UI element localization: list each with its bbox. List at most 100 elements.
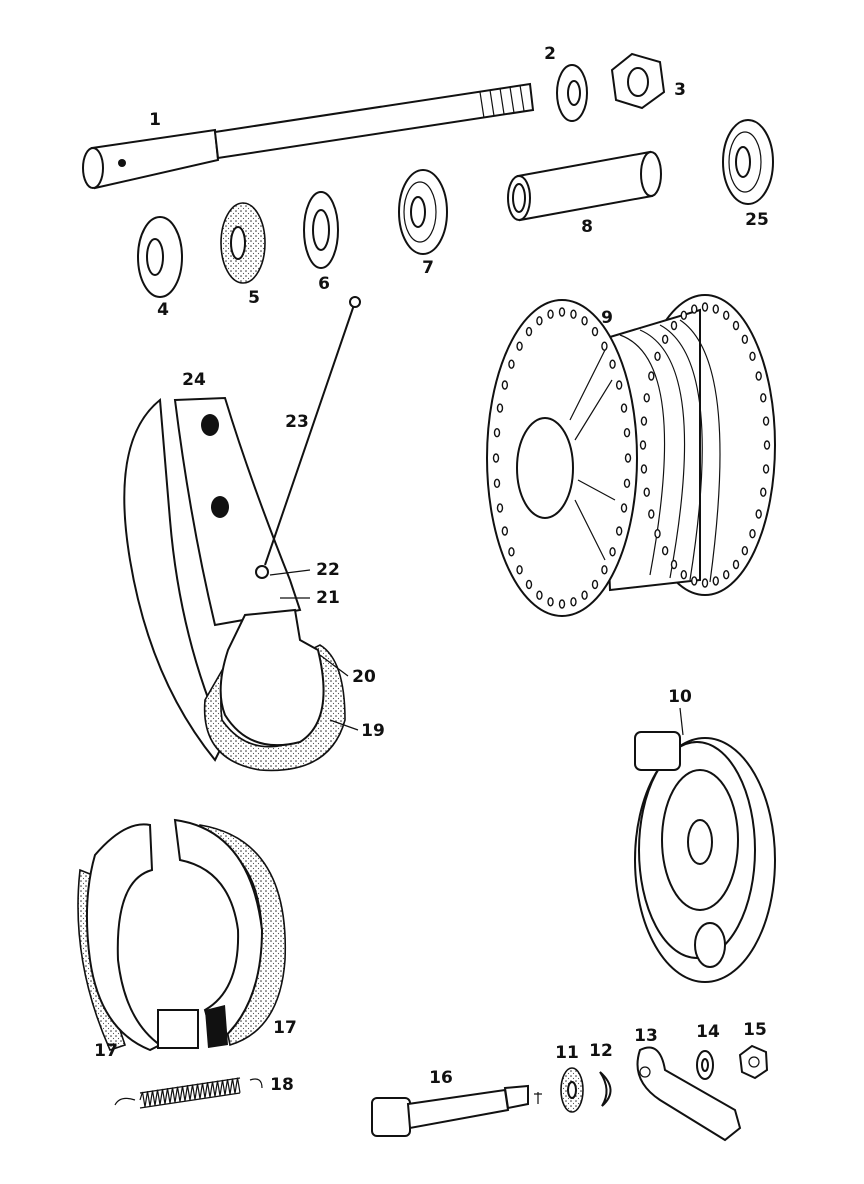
spoke-hole: [547, 309, 554, 319]
spoke-hole: [623, 478, 631, 489]
callout-14: 14: [696, 1022, 720, 1042]
spoke-hole: [749, 529, 756, 539]
spoke-hole: [712, 304, 719, 314]
spoke-hole: [558, 307, 566, 317]
spoke-hole: [670, 320, 678, 331]
spoke-hole: [670, 559, 678, 570]
part-cam-16: [371, 1084, 542, 1137]
callout-19: 19: [361, 721, 385, 741]
spoke-hole: [609, 359, 616, 369]
spoke-hole: [493, 478, 501, 489]
spoke-hole: [501, 526, 509, 536]
spoke-hole: [661, 334, 669, 344]
spoke-hole: [536, 316, 543, 326]
spoke-hole: [501, 380, 509, 390]
part-bearing-25: [722, 119, 774, 205]
spoke-hole: [615, 380, 623, 390]
spoke-hole: [615, 526, 623, 536]
spoke-hole: [624, 453, 632, 463]
spoke-hole: [492, 453, 500, 463]
spoke-hole: [760, 393, 767, 403]
spoke-hole: [691, 576, 698, 586]
callout-23: 23: [285, 412, 309, 432]
callout-17-left: 17: [94, 1041, 118, 1061]
spoke-hole: [601, 565, 608, 575]
callout-24: 24: [182, 370, 206, 390]
spoke-hole: [648, 509, 655, 519]
callout-15: 15: [743, 1020, 767, 1040]
part-nut-15: [738, 1044, 769, 1080]
callout-16: 16: [429, 1068, 453, 1088]
spoke-hole: [581, 316, 588, 326]
spoke-hole: [741, 546, 749, 556]
spoke-hole: [591, 579, 599, 590]
spoke-hole: [496, 503, 504, 513]
callout-7: 7: [422, 258, 434, 278]
spoke-hole: [701, 302, 709, 312]
part-washer-6: [303, 191, 339, 269]
part-seal-4: [137, 216, 183, 298]
callout-10: 10: [668, 687, 692, 707]
callout-13: 13: [634, 1026, 658, 1046]
spoke-hole: [741, 334, 749, 344]
spoke-hole: [508, 359, 515, 369]
callout-11: 11: [555, 1043, 579, 1063]
callout-12: 12: [589, 1041, 613, 1061]
spoke-hole: [493, 427, 501, 438]
callout-2: 2: [544, 44, 556, 64]
spoke-hole: [654, 351, 661, 361]
part-12: [599, 1071, 612, 1107]
spoke-hole: [643, 487, 650, 497]
callout-6: 6: [318, 274, 330, 294]
spoke-hole: [732, 320, 740, 331]
spoke-hole: [648, 371, 655, 381]
spoke-hole: [643, 393, 650, 403]
spoke-hole: [570, 309, 577, 319]
part-washer-2: [556, 64, 588, 122]
callout-25: 25: [745, 210, 769, 230]
spoke-hole: [749, 351, 756, 361]
spoke-hole: [760, 487, 767, 497]
part-spacer-8: [507, 150, 662, 222]
spoke-hole: [639, 440, 647, 450]
spoke-hole: [680, 310, 687, 321]
spoke-hole: [620, 403, 628, 413]
callout-5: 5: [248, 288, 260, 308]
part-spring-18: [114, 1077, 263, 1109]
spoke-hole: [547, 597, 554, 607]
part-felt-5: [220, 202, 266, 284]
spoke-hole: [525, 326, 533, 337]
spoke-hole: [623, 427, 631, 438]
callout-9: 9: [601, 308, 613, 328]
callout-8: 8: [581, 217, 593, 237]
spoke-hole: [640, 464, 648, 474]
spoke-hole: [732, 559, 740, 570]
spoke-hole: [601, 341, 608, 351]
part-brake-shoes-17: [77, 818, 287, 1052]
spoke-hole: [591, 326, 599, 337]
part-bearing-7: [398, 169, 448, 255]
callout-22: 22: [316, 560, 340, 580]
spoke-hole: [762, 416, 770, 426]
part-nut-3: [610, 52, 666, 110]
spoke-hole: [640, 416, 648, 426]
callout-18: 18: [270, 1075, 294, 1095]
callout-4: 4: [157, 300, 169, 320]
spoke-hole: [723, 569, 730, 580]
spoke-hole: [723, 310, 730, 321]
spoke-hole: [516, 341, 523, 351]
callout-1: 1: [149, 110, 161, 130]
spoke-hole: [762, 464, 770, 474]
spoke-hole: [508, 547, 515, 557]
callout-21: 21: [316, 588, 340, 608]
spoke-hole: [496, 403, 504, 413]
part-hub-9: [486, 294, 776, 617]
spoke-hole: [620, 503, 628, 513]
spoke-hole: [701, 578, 709, 588]
part-lever-13: [636, 1046, 742, 1142]
spoke-hole: [763, 440, 771, 450]
spoke-hole: [691, 304, 698, 314]
spoke-hole: [570, 597, 577, 607]
spoke-hole: [680, 569, 687, 580]
